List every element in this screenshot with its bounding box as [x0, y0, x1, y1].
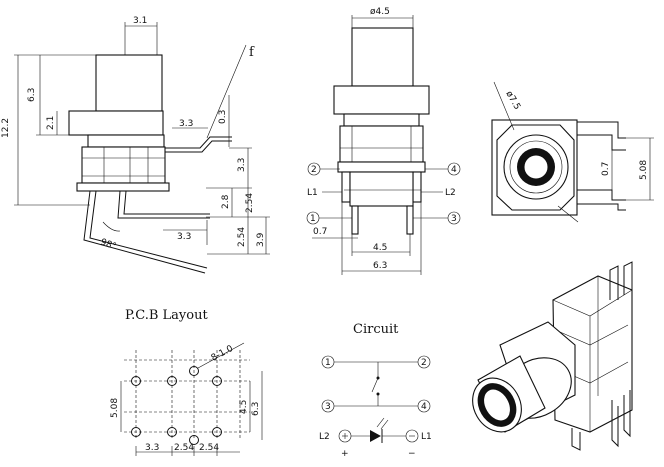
top-dim-h-508: 5.08: [639, 160, 649, 180]
front-flange: [333, 85, 430, 115]
front-view: ø4.5 2 4 L1 L2 1 3 0.7: [306, 7, 461, 275]
pcb-hole: [167, 427, 177, 437]
dim-h-03: 0.3: [218, 110, 228, 124]
circuit-node-4: 4: [421, 402, 427, 412]
dim-h-33: 3.3: [237, 158, 247, 172]
pcb-dim-w-254b: 2.54: [199, 443, 219, 453]
front-housing: [339, 125, 424, 163]
dim-h-39: 3.9: [256, 232, 266, 247]
pin1-label: 1: [310, 214, 316, 224]
circuit-plus: +: [341, 449, 349, 459]
dim-w-63: 6.3: [373, 261, 387, 271]
dim-w-33b: 3.3: [177, 232, 191, 242]
pin2-label: 2: [311, 165, 317, 175]
led-diode-icon: [370, 430, 381, 442]
circuit-diagram: Circuit 1 2 3 4 L2 L1 + −: [319, 322, 432, 459]
pcb-layout: P.C.B Layout 8-1.0 5.08 4.5 6.3: [110, 308, 263, 456]
circuit-node-3: 3: [325, 402, 331, 412]
pcb-hole: [131, 427, 141, 437]
isometric-view: [472, 261, 633, 451]
pcb-dim-h-63: 6.3: [251, 402, 261, 416]
pcb-dim-h-508: 5.08: [110, 398, 120, 418]
pcb-dim-h-45: 4.5: [239, 400, 249, 414]
dim-w-45: 4.5: [373, 243, 387, 253]
dim-w-07: 0.7: [313, 227, 327, 237]
dim-h-254a: 2.54: [245, 193, 255, 213]
pcb-hole: [189, 435, 199, 445]
pcb-hole-note: 8-1.0: [210, 344, 235, 364]
circuit-l2: L2: [319, 432, 330, 442]
pcb-holes: [131, 366, 222, 445]
pcb-hole: [212, 427, 222, 437]
dim-h-254b: 2.54: [237, 227, 247, 247]
pcb-hole: [131, 376, 141, 386]
circuit-node-2: 2: [421, 358, 427, 368]
pcb-dim-w-33: 3.3: [145, 443, 159, 453]
side-cap: [95, 54, 163, 112]
pcb-hole: [167, 376, 177, 386]
side-base: [87, 134, 165, 148]
circuit-l1: L1: [421, 432, 432, 442]
top-dim-w-07: 0.7: [601, 162, 611, 176]
side-view: 3.1 12.2 6.3 2.1 f 0.3 3.3 3.3 2.8 2.54 …: [1, 16, 270, 274]
label-f: f: [249, 45, 255, 60]
dim-w-top: 3.1: [133, 16, 147, 26]
l2-label: L2: [445, 188, 456, 198]
dim-h-28: 2.8: [221, 194, 231, 209]
side-housing: [81, 146, 166, 184]
switch-symbol: [371, 377, 379, 393]
pin3-label: 3: [451, 214, 457, 224]
dim-dia: ø4.5: [370, 7, 390, 17]
dim-w-33a: 3.3: [179, 119, 193, 129]
pcb-hole: [189, 366, 199, 376]
circuit-node-1: 1: [325, 358, 331, 368]
pcb-title: P.C.B Layout: [125, 308, 208, 323]
circuit-title: Circuit: [353, 322, 399, 337]
l1-label: L1: [307, 188, 318, 198]
dim-h-lower: 2.1: [46, 116, 56, 130]
pcb-dim-w-254a: 2.54: [174, 443, 194, 453]
side-body: [68, 110, 164, 136]
dim-h-cap: 6.3: [27, 88, 37, 102]
pcb-hole: [212, 376, 222, 386]
front-cap: [351, 27, 414, 87]
dim-h-total: 12.2: [1, 118, 11, 138]
top-view: ø7.5 0.7 5.08: [491, 81, 654, 223]
dim-angle: 98°: [99, 237, 117, 252]
pin4-label: 4: [451, 165, 457, 175]
top-dim-dia: ø7.5: [503, 90, 522, 112]
circuit-minus: −: [408, 449, 416, 459]
